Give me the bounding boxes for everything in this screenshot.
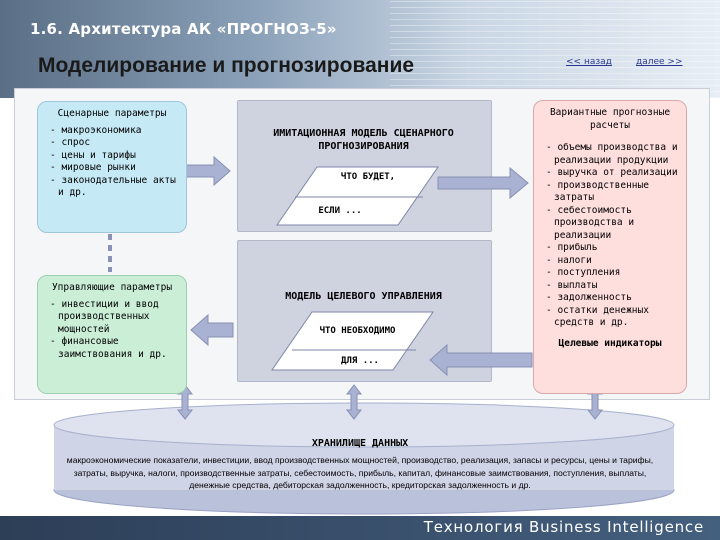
list-item: - задолженность — [546, 292, 632, 303]
list-item: - макроэкономика — [50, 124, 142, 136]
target-indicators-label: Целевые индикаторы — [558, 337, 662, 349]
list-item: - выплаты — [546, 279, 598, 291]
control-params-box: Управляющие параметры - инвестиции и вво… — [37, 275, 187, 394]
arrow-forecast-to-model — [429, 343, 533, 377]
for-label: ДЛЯ ... — [341, 356, 379, 366]
arrow-storage-left — [176, 384, 194, 420]
header-decoration — [390, 0, 720, 98]
list-item: - выручка от реализации — [546, 167, 678, 178]
list-item: - спрос — [50, 137, 91, 148]
what-needed-label: ЧТО НЕОБХОДИМО — [319, 326, 396, 336]
header-banner — [0, 0, 720, 98]
simulation-model-title: ИМИТАЦИОННАЯ МОДЕЛЬ СЦЕНАРНОГО ПРОГНОЗИР… — [273, 128, 454, 152]
variant-forecasts-box: Вариантные прогнозные расчеты - объемы п… — [533, 100, 687, 394]
what-if-label: ЧТО БУДЕТ, — [340, 172, 396, 182]
what-needed-parallelogram — [271, 311, 434, 371]
storage-description: макроэкономические показатели, инвестици… — [66, 455, 654, 490]
storage-top — [53, 402, 675, 448]
what-if-parallelogram — [276, 166, 439, 226]
arrow-model-to-forecast — [437, 166, 529, 200]
list-item: - прибыль — [546, 242, 598, 253]
scenario-params-title: Сценарные параметры — [57, 108, 167, 119]
list-item: - налоги — [546, 254, 592, 266]
back-link[interactable]: << назад — [566, 57, 612, 67]
if-label: ЕСЛИ ... — [318, 206, 362, 216]
list-item: - поступления — [546, 267, 621, 278]
scenario-params-list: - макроэкономика - спрос - цены и тарифы… — [38, 125, 186, 200]
page-title: 1.6. Архитектура АК «ПРОГНОЗ-5» — [30, 20, 337, 38]
list-item: - инвестиции и ввод производственных мощ… — [50, 298, 159, 335]
list-item: - себестоимость производства и реализаци… — [546, 204, 635, 241]
scenario-params-box: Сценарные параметры - макроэкономика - с… — [37, 101, 187, 233]
next-link[interactable]: далее >> — [636, 57, 683, 67]
arrow-storage-center — [345, 384, 363, 420]
footer-banner: Технология Business Intelligence — [0, 516, 720, 540]
control-params-title: Управляющие параметры — [51, 282, 173, 293]
control-params-list: - инвестиции и ввод производственных мощ… — [38, 299, 186, 362]
list-item: - финансовые заимствования и др. — [50, 336, 167, 360]
page-subtitle: Моделирование и прогнозирование — [38, 54, 415, 77]
arrow-model-to-control — [190, 313, 234, 347]
list-item: - производственные затраты — [546, 179, 649, 204]
footer-label: Технология Business Intelligence — [423, 518, 704, 536]
arrow-scenario-to-model — [185, 155, 231, 187]
target-model-title: МОДЕЛЬ ЦЕЛЕВОГО УПРАВЛЕНИЯ — [285, 291, 442, 302]
list-item: - остатки денежных средств и др. — [546, 304, 649, 329]
list-item: - законодательные акты и др. — [50, 174, 176, 199]
variant-forecasts-list: - объемы производства и реализации проду… — [534, 142, 686, 330]
storage-title: ХРАНИЛИЩЕ ДАННЫХ — [311, 438, 409, 449]
list-item: - мировые рынки — [50, 162, 136, 173]
list-item: - цены и тарифы — [50, 149, 136, 161]
variant-forecasts-title: Вариантные прогнозные расчеты — [549, 107, 671, 131]
list-item: - объемы производства и реализации проду… — [546, 142, 678, 166]
